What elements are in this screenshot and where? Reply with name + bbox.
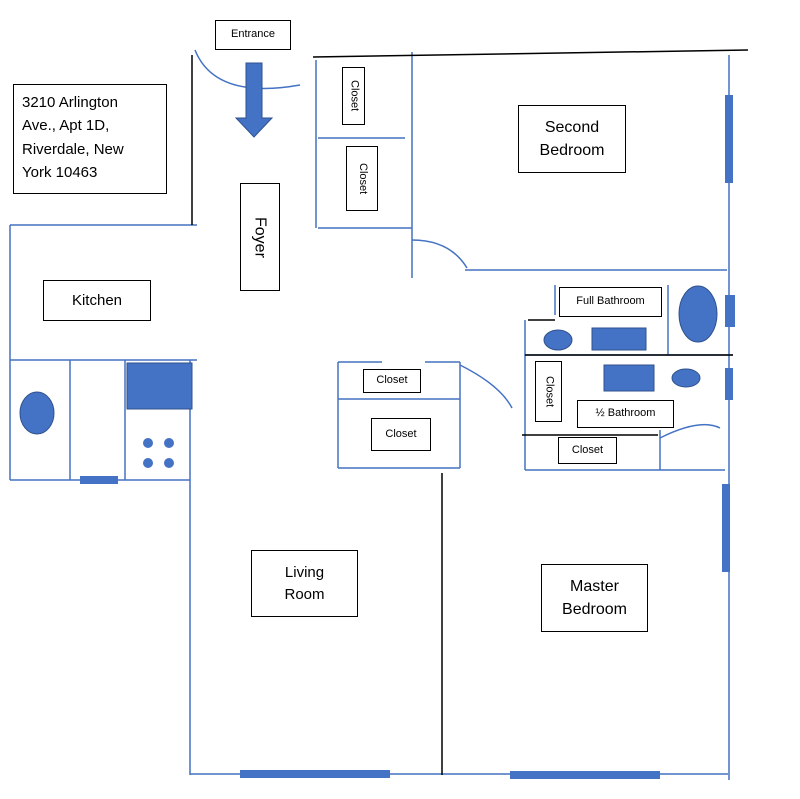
closet-label: Closet	[535, 361, 562, 422]
second-bedroom-label: Second Bedroom	[518, 105, 626, 173]
fixtures	[19, 285, 718, 468]
walls	[9, 49, 733, 780]
closet-label: Closet	[558, 437, 617, 464]
foyer-label: Foyer	[240, 183, 280, 291]
entrance-label: Entrance	[215, 20, 291, 50]
closet-label: Closet	[371, 418, 431, 451]
half-bathroom-label: ½ Bathroom	[577, 400, 674, 428]
closet-label: Closet	[363, 369, 421, 393]
living-room-label: Living Room	[251, 550, 358, 617]
master-bedroom-label: Master Bedroom	[541, 564, 648, 632]
down-arrow-icon	[234, 62, 274, 138]
address-label: 3210 Arlington Ave., Apt 1D, Riverdale, …	[13, 84, 167, 194]
kitchen-label: Kitchen	[43, 280, 151, 321]
closet-label: Closet	[346, 146, 378, 211]
full-bathroom-label: Full Bathroom	[559, 287, 662, 317]
black-walls	[191, 49, 749, 775]
windows	[80, 95, 735, 779]
closet-label: Closet	[342, 67, 365, 125]
